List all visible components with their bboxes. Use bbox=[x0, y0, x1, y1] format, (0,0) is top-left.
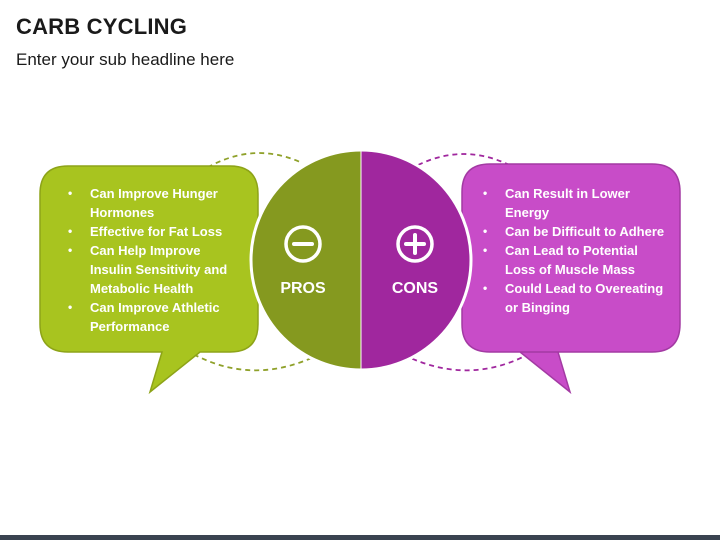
cons-list-item: Can be Difficult to Adhere bbox=[481, 222, 666, 241]
footer-bar bbox=[0, 535, 720, 540]
dashed-arc-bottom-left bbox=[185, 349, 319, 372]
cons-list-item: Can Result in Lower Energy bbox=[481, 184, 666, 222]
pros-list: Can Improve Hunger Hormones Effective fo… bbox=[66, 184, 246, 336]
pros-list-item: Can Help Improve Insulin Sensitivity and… bbox=[66, 241, 246, 298]
pros-list-item: Effective for Fat Loss bbox=[66, 222, 246, 241]
cons-list: Can Result in Lower Energy Can be Diffic… bbox=[481, 184, 666, 317]
cons-list-item: Can Lead to Potential Loss of Muscle Mas… bbox=[481, 241, 666, 279]
minus-circle-icon bbox=[284, 225, 322, 263]
cons-list-item: Could Lead to Overeating or Binging bbox=[481, 279, 666, 317]
dashed-arc-top-right bbox=[417, 153, 523, 173]
pros-label: PROS bbox=[280, 280, 326, 297]
pros-list-item: Can Improve Hunger Hormones bbox=[66, 184, 246, 222]
page-title: CARB CYCLING bbox=[16, 14, 188, 39]
dashed-arc-bottom-right bbox=[403, 349, 537, 372]
pros-list-item: Can Improve Athletic Performance bbox=[66, 298, 246, 336]
plus-circle-icon bbox=[396, 225, 434, 263]
page-subtitle: Enter your sub headline here bbox=[16, 50, 235, 69]
cons-label: CONS bbox=[391, 280, 439, 297]
